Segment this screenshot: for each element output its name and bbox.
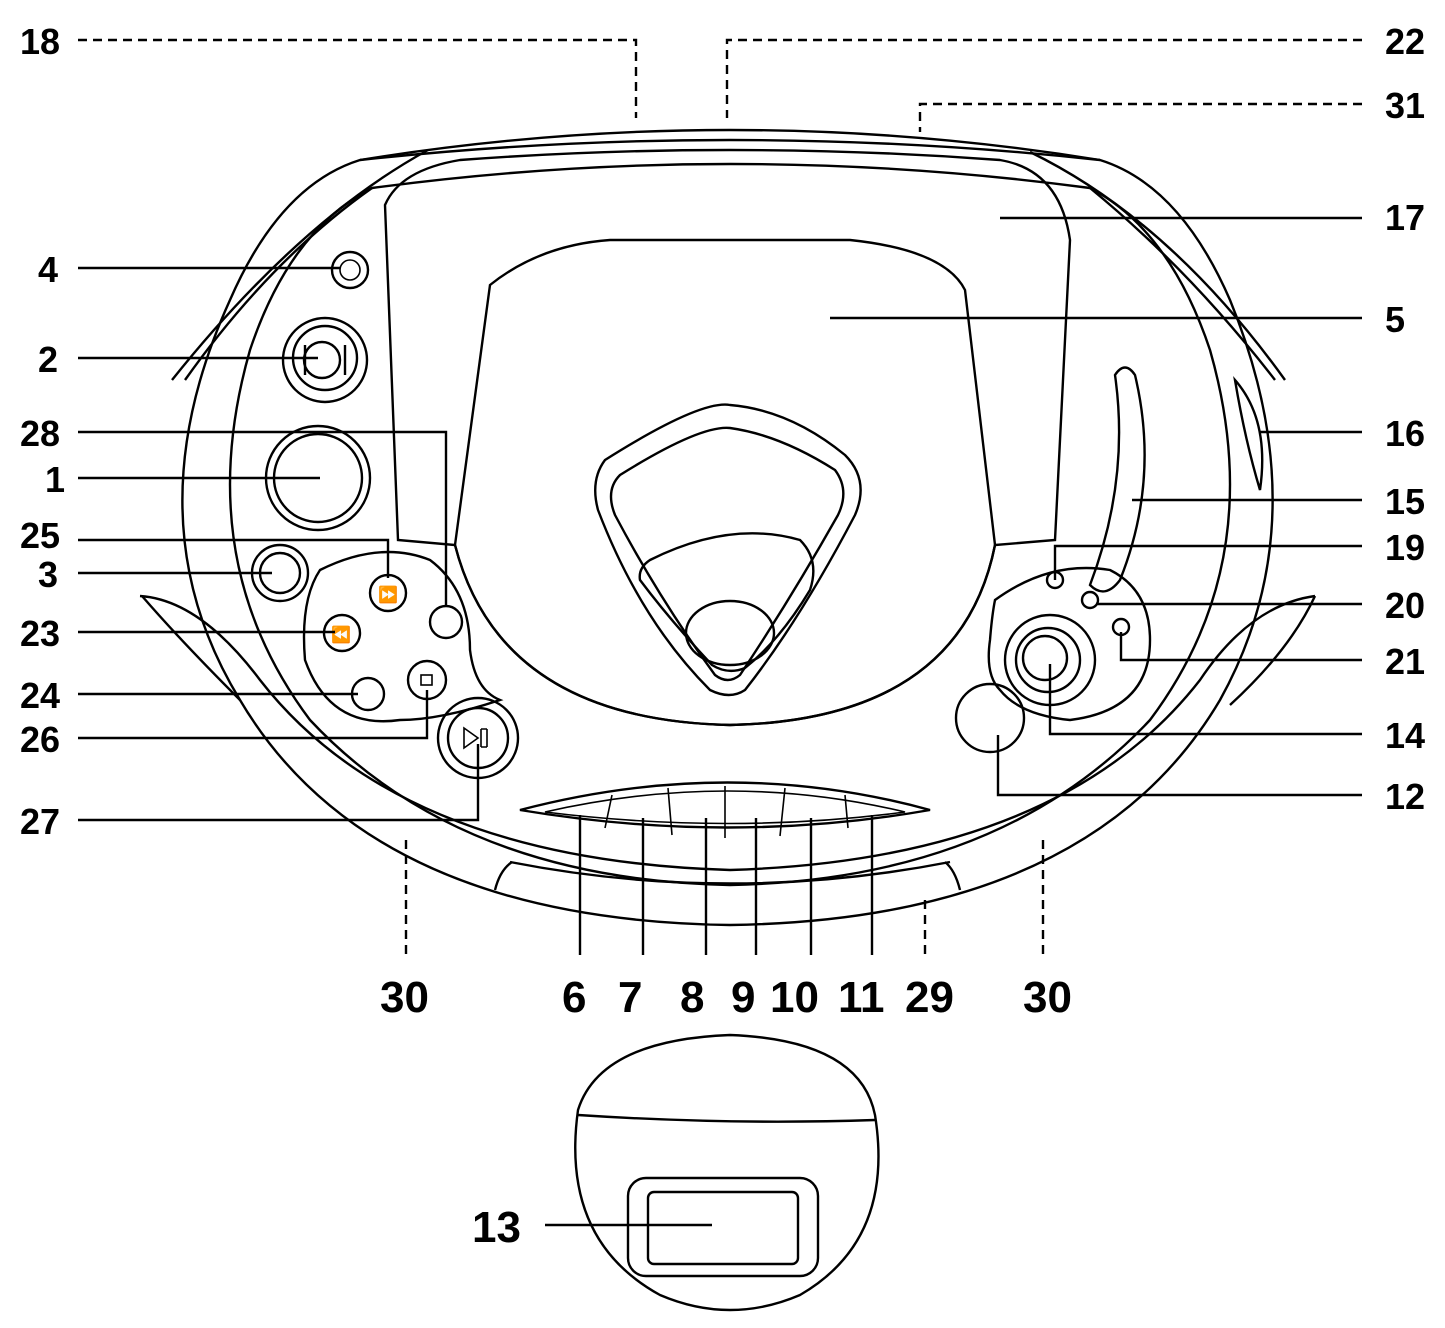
callout-26: 26 <box>20 719 60 760</box>
callout-30-right: 30 <box>1023 973 1072 1022</box>
callout-2: 2 <box>38 339 58 380</box>
callout-27: 27 <box>20 801 60 842</box>
remote-control <box>574 1033 880 1312</box>
leader-lines <box>78 38 1362 1227</box>
band-button[interactable] <box>954 682 1026 754</box>
callout-29: 29 <box>905 973 954 1022</box>
rewind-icon: ⏪ <box>331 625 351 644</box>
callout-7: 7 <box>618 973 642 1022</box>
remote-display <box>626 1176 820 1278</box>
callout-9: 9 <box>731 973 755 1022</box>
function-selector[interactable] <box>281 316 369 404</box>
callout-10: 10 <box>770 973 819 1022</box>
callout-31: 31 <box>1385 85 1425 126</box>
cd-compartment <box>383 148 1072 727</box>
callout-22: 22 <box>1385 21 1425 62</box>
unit-body <box>139 128 1317 927</box>
play-pause-icon <box>463 726 488 750</box>
stop-icon <box>420 674 433 686</box>
callout-23: 23 <box>20 613 60 654</box>
callout-19: 19 <box>1385 527 1425 568</box>
callout-20: 20 <box>1385 585 1425 626</box>
callout-24: 24 <box>20 675 60 716</box>
callout-18: 18 <box>20 21 60 62</box>
callout-16: 16 <box>1385 413 1425 454</box>
callout-12: 12 <box>1385 776 1425 817</box>
callout-5: 5 <box>1385 299 1405 340</box>
callout-6: 6 <box>562 973 586 1022</box>
mode-button[interactable] <box>428 604 464 640</box>
callout-4: 4 <box>38 249 58 290</box>
callout-8: 8 <box>680 973 704 1022</box>
fast-forward-icon: ⏩ <box>378 585 398 604</box>
handle-slot <box>1233 376 1264 491</box>
callout-28: 28 <box>20 413 60 454</box>
callout-labels: 18 22 31 17 5 16 15 19 20 21 14 12 4 2 2… <box>20 21 1425 1252</box>
callout-21: 21 <box>1385 641 1425 682</box>
indicator-20 <box>1080 590 1100 610</box>
callout-15: 15 <box>1385 481 1425 522</box>
display-panel <box>519 781 931 838</box>
callout-11: 11 <box>838 973 885 1022</box>
callout-17: 17 <box>1385 197 1425 238</box>
callout-14: 14 <box>1385 715 1425 756</box>
headphone-jack[interactable] <box>330 250 370 290</box>
tuning-dial-scale <box>1088 366 1146 593</box>
callout-25: 25 <box>20 515 60 556</box>
callout-13: 13 <box>472 1203 521 1252</box>
callout-3: 3 <box>38 554 58 595</box>
callout-30-left: 30 <box>380 973 429 1022</box>
callout-1: 1 <box>45 459 65 500</box>
